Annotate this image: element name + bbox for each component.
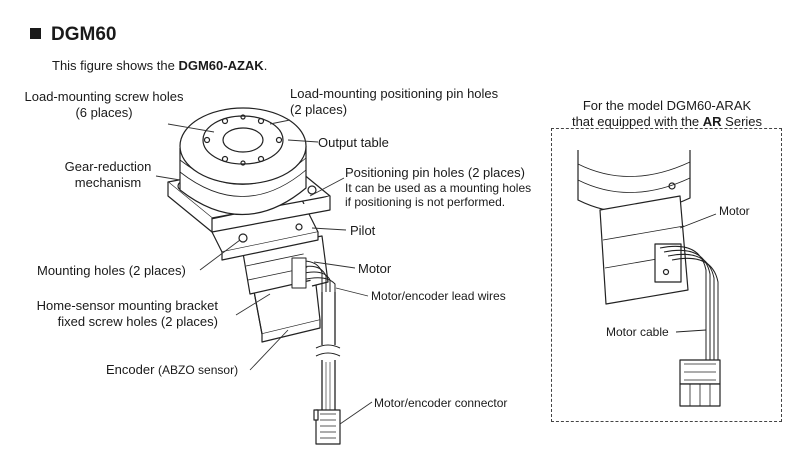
page-title: DGM60 [30,24,116,47]
inset-motor-drawing [577,150,721,407]
inset-title: For the model DGM60-ARAK that equipped w… [571,98,763,129]
label-screw-holes: Load-mounting screw holes (6 places) [24,89,184,120]
label-pilot: Pilot [350,223,376,238]
label-output-table: Output table [318,135,389,150]
label-encoder: Encoder (ABZO sensor) [106,362,239,377]
page-title-text: DGM60 [51,24,117,45]
label-mounting-holes: Mounting holes (2 places) [37,263,186,278]
label-gear-reduction: Gear-reduction mechanism [64,159,152,190]
inset-label-motor: Motor [719,204,750,218]
label-pin-holes: Load-mounting positioning pin holes (2 p… [290,86,499,117]
leader-lines [155,119,373,425]
intro-model: DGM60-AZAK [178,58,264,73]
motor-encoder-connector [313,409,341,445]
intro-text: This figure shows the DGM60-AZAK. [52,58,268,73]
square-bullet-icon [30,28,41,39]
label-motor: Motor [358,261,392,276]
label-positioning-pin-holes: Positioning pin holes (2 places) It can … [345,165,532,209]
label-home-sensor-bracket: Home-sensor mounting bracket fixed screw… [36,298,218,329]
label-connector: Motor/encoder connector [374,396,508,410]
inset-box [551,128,782,422]
output-table [202,114,284,166]
lead-wire-cable [315,292,341,410]
label-lead-wires: Motor/encoder lead wires [371,289,506,303]
lead-wires [291,257,336,292]
inset-label-motor-cable: Motor cable [606,325,669,339]
